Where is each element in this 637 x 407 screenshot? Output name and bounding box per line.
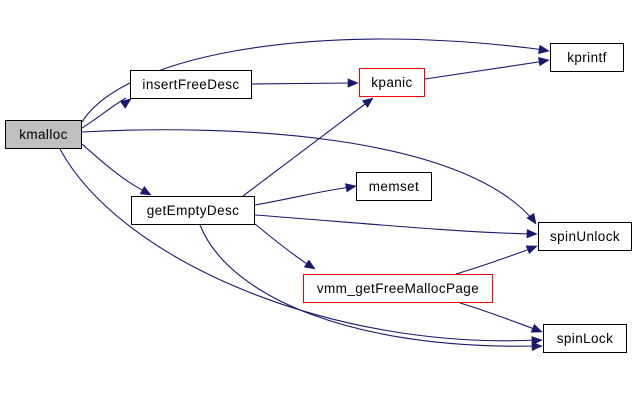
graph-node-label: spinLock	[556, 331, 614, 346]
arrowhead-icon	[531, 341, 543, 352]
graph-node-insertFreeDesc[interactable]: insertFreeDesc	[130, 70, 252, 99]
arrowhead-icon	[303, 259, 316, 270]
graph-node-label: kpanic	[371, 75, 413, 90]
edge-kmalloc-to-spinLock	[59, 148, 538, 342]
graph-node-label: kprintf	[567, 50, 607, 65]
edge-kmalloc-to-getEmptyDesc	[81, 143, 147, 193]
graph-node-getEmptyDesc[interactable]: getEmptyDesc	[131, 196, 255, 225]
graph-node-label: spinUnlock	[549, 229, 621, 244]
edge-kmalloc-to-insertFreeDesc	[81, 97, 127, 129]
arrowhead-icon	[345, 183, 357, 193]
edge-kmalloc-to-kprintf	[81, 38, 546, 123]
graph-node-kprintf[interactable]: kprintf	[550, 43, 624, 72]
edge-getEmptyDesc-to-spinUnlock	[254, 214, 533, 235]
edge-kmalloc-to-spinUnlock	[81, 129, 534, 221]
graph-node-vmm_getFreeMallocPage[interactable]: vmm_getFreeMallocPage	[303, 274, 493, 303]
edge-vmm_getFreeMallocPage-to-spinLock	[459, 302, 538, 331]
arrowhead-icon	[530, 323, 543, 333]
graph-node-label: insertFreeDesc	[142, 77, 240, 92]
arrowhead-icon	[525, 245, 538, 255]
graph-node-spinLock[interactable]: spinLock	[543, 324, 627, 353]
graph-node-label: memset	[368, 179, 420, 194]
graph-node-label: kmalloc	[19, 127, 68, 142]
arrowhead-icon	[361, 97, 374, 108]
graph-node-kpanic[interactable]: kpanic	[359, 68, 425, 97]
edge-getEmptyDesc-to-spinLock	[199, 224, 538, 347]
arrowhead-icon	[526, 212, 537, 225]
edge-getEmptyDesc-to-kpanic	[242, 100, 370, 197]
edge-kpanic-to-kprintf	[424, 60, 546, 80]
arrowhead-icon	[139, 185, 152, 196]
arrowhead-icon	[119, 98, 132, 109]
graph-node-label: getEmptyDesc	[146, 203, 240, 218]
arrowhead-icon	[538, 57, 550, 67]
arrowhead-icon	[538, 44, 550, 54]
graph-node-label: vmm_getFreeMallocPage	[316, 281, 480, 296]
edge-getEmptyDesc-to-memset	[254, 186, 352, 206]
edge-insertFreeDesc-to-kpanic	[251, 82, 354, 85]
graph-node-spinUnlock[interactable]: spinUnlock	[538, 222, 632, 251]
edge-getEmptyDesc-to-vmm_getFreeMallocPage	[254, 223, 311, 267]
arrowhead-icon	[347, 78, 359, 88]
graph-node-memset[interactable]: memset	[356, 172, 432, 201]
graph-node-kmalloc[interactable]: kmalloc	[5, 120, 82, 149]
edge-vmm_getFreeMallocPage-to-spinUnlock	[455, 247, 534, 275]
arrowhead-icon	[526, 228, 538, 239]
